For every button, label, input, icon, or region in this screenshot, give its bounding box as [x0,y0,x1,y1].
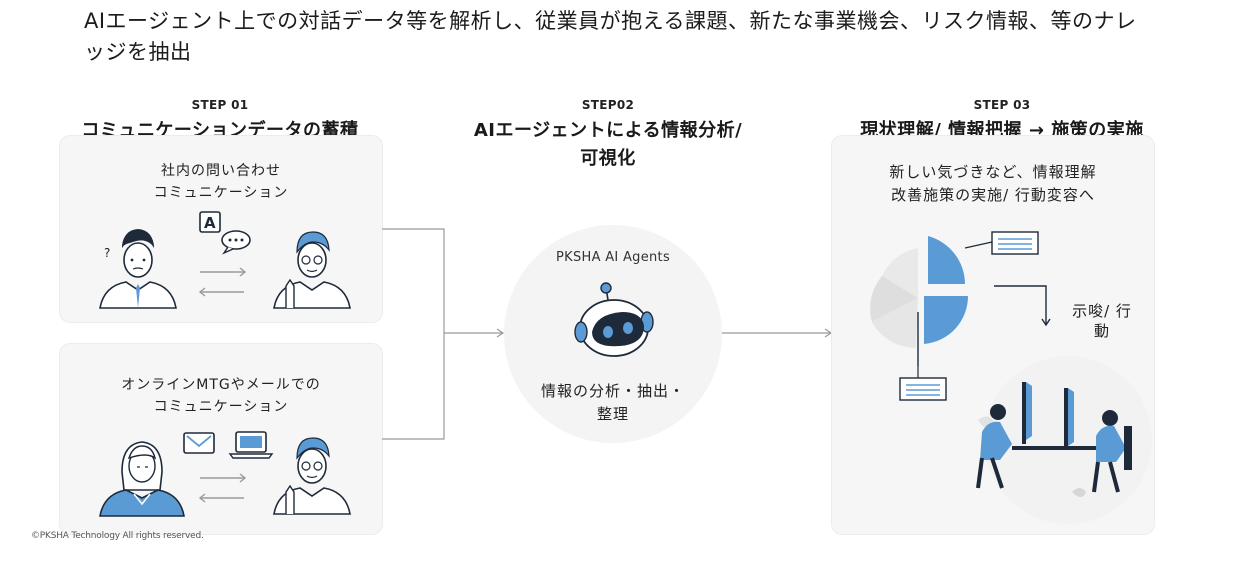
confused-person-icon: ? [99,229,177,309]
woman-person-icon [99,441,185,517]
analysis-caption-line1: 情報の分析・抽出・ [540,382,685,400]
copyright-footer: ©PKSHA Technology All rights reserved. [31,531,204,541]
inquiry-card-line1: 社内の問い合わせ [161,163,281,179]
page-headline: AIエージェント上での対話データ等を解析し、従業員が抱える課題、新たな事業機会、… [84,9,1137,64]
step2-title-line2: 可視化 [580,148,636,169]
staff-person-icon [273,231,351,309]
online-card-line1: オンラインMTGやメールでの [121,377,321,393]
robot-icon [574,282,654,357]
ai-agents-brand-label: PKSHA AI Agents [555,250,671,265]
step3-title: 現状理解/ 情報把握 → 施策の実施 [860,120,1144,141]
pie-chart-icon [870,236,969,366]
step2-title-line1: AIエージェントによる情報分析/ [473,120,743,141]
action-label-line1: 示唆/ 行 [1072,302,1132,320]
chat-bubble-icon [221,230,251,255]
insight-text-line2: 改善施策の実施/ 行動変容へ [891,186,1095,204]
step2-label: STEP02 [581,98,635,112]
inquiry-illustration: ? A [99,211,351,309]
laptop-icon [228,431,274,459]
insight-text-line1: 新しい気づきなど、情報理解 [889,163,1097,181]
inquiry-card-line2: コミュニケーション [153,185,289,201]
online-meeting-illustration [99,431,351,517]
svg-text:?: ? [104,246,110,260]
document-icon-2 [899,366,947,401]
letter-a-icon: A [199,211,221,233]
document-icon [964,231,1039,255]
step3-label: STEP 03 [973,98,1031,112]
svg-text:A: A [204,214,216,232]
online-card-line2: コミュニケーション [153,399,289,415]
insight-illustration [870,231,1152,524]
step1-label: STEP 01 [191,98,249,112]
workplace-scene-icon [976,356,1152,524]
analysis-caption-line2: 整理 [596,405,629,423]
mail-icon [183,432,215,454]
step1-title: コミュニケーションデータの蓄積 [81,120,359,141]
action-label-line2: 動 [1093,322,1110,340]
staff-person-icon-2 [273,437,351,515]
